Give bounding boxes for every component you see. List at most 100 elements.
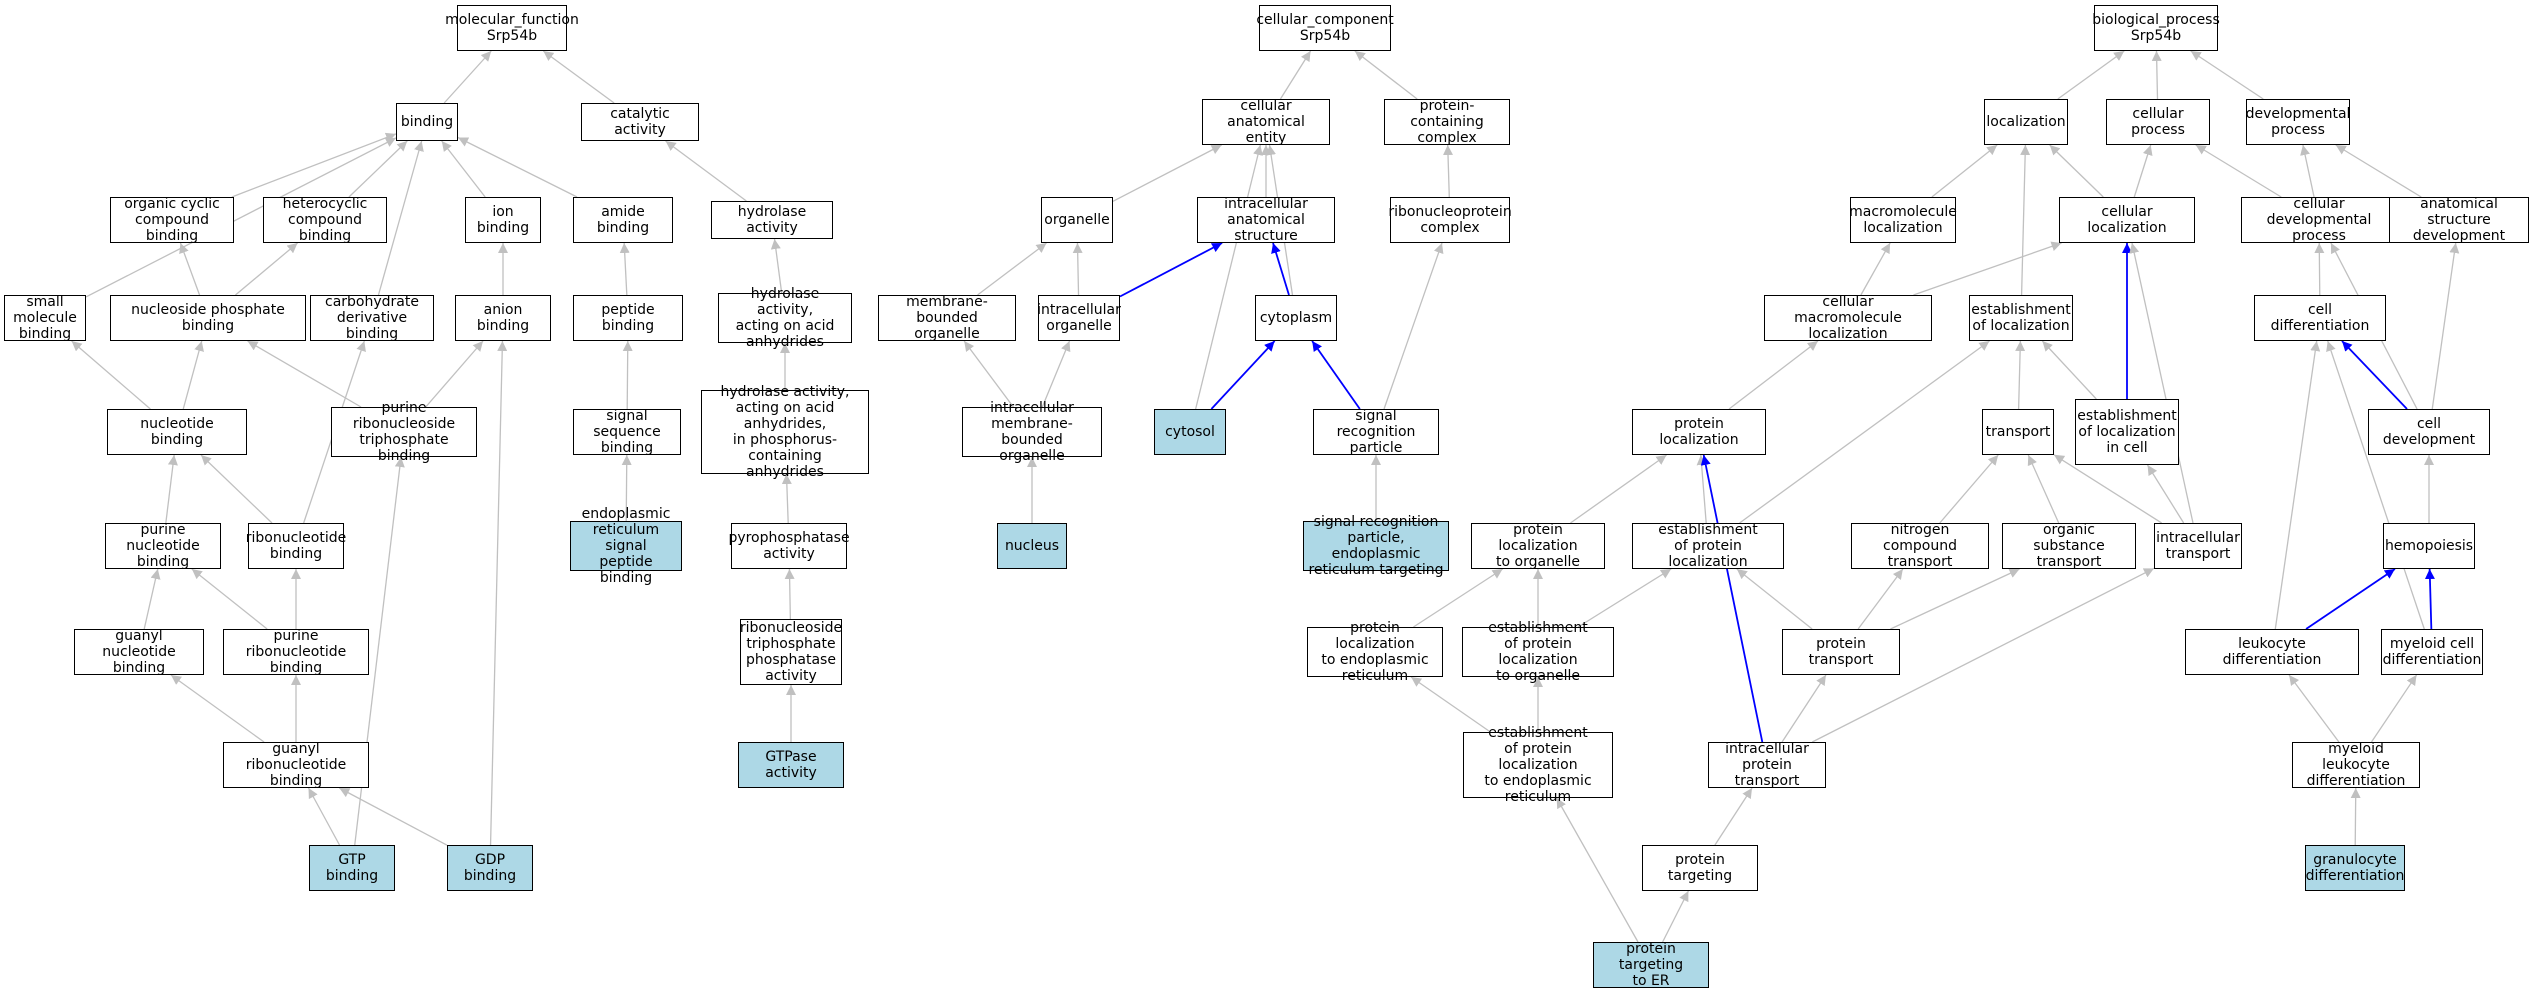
edge-eplo-to-epl [1577,568,1672,628]
go-term-ost: organic substance transport [2002,522,2136,570]
edge-cdb-to-binding [377,140,424,296]
edge-pter-to-ptarg [1662,890,1689,943]
edge-celldev-to-celldiff [2341,340,2408,410]
go-term-peptideb: peptide binding [573,295,683,341]
edge-pcc-to-cc [1354,50,1418,100]
edge-pyro-to-hyd_phos [781,473,792,524]
go-term-io: intracellular organelle [1037,295,1121,341]
edge-gd-to-mld [2350,787,2361,846]
go-term-pt: protein transport [1782,629,1900,675]
go-term-npb: nucleoside phosphate binding [110,295,306,341]
edge-cytosol-to-cae [1195,144,1263,410]
edge-hccb-to-binding [348,140,408,198]
go-term-pyro: pyrophosphatase activity [728,523,850,569]
go-term-cp: cellular process [2106,99,2210,145]
go-term-gtpase: GTPase activity [738,742,844,788]
go-term-ipt: intracellular protein transport [1708,741,1826,789]
go-term-cytoplasm: cytoplasm [1255,295,1337,341]
go-term-mf: molecular_function Srp54b [445,5,579,51]
edge-amideb-to-binding [457,136,578,198]
go-term-erspb: endoplasmic reticulum signal peptide bin… [570,506,682,586]
go-term-pler: protein localization to endoplasmic reti… [1307,620,1443,684]
edge-mcd-to-hemo [2424,568,2435,630]
go-term-hyd_acid: hydrolase activity, acting on acid anhyd… [718,286,852,350]
go-term-ld: leukocyte differentiation [2185,629,2359,675]
edge-npb-to-hccb [235,242,298,296]
edge-ipt-to-it [1811,567,2155,743]
edge-epl-to-eol [1739,340,1990,524]
go-term-epl: establishment of protein localization [1632,522,1784,570]
go-term-nucleus: nucleus [997,523,1067,569]
go-term-smb: small molecule binding [4,294,86,342]
edge-eolc-to-eol [2041,340,2097,400]
go-term-ias: intracellular anatomical structure [1197,196,1335,244]
go-term-hyd_phos: hydrolase activity, acting on acid anhyd… [701,384,869,480]
go-term-ssb: signal sequence binding [573,408,681,456]
go-term-eol: establishment of localization [1969,295,2073,341]
edge-ipt-to-pt [1781,674,1827,743]
edge-catalytic-to-mf [542,50,615,104]
go-term-loc: localization [1984,99,2068,145]
go-term-hemo: hemopoiesis [2383,523,2475,569]
edge-ost-to-transport [2027,454,2060,524]
go-term-binding: binding [396,103,458,141]
edge-asd-to-dp [2335,144,2422,198]
go-term-plo: protein localization to organelle [1471,522,1605,570]
edge-erspb-to-ssb [621,454,632,522]
edge-dp-to-bp [2190,50,2264,100]
edge-pler-to-plo [1413,568,1503,628]
edge-transport-to-eol [2015,340,2026,410]
edge-cdp-to-cp [2195,144,2282,198]
go-term-imbo: intracellular membrane-bounded organelle [962,400,1102,464]
edge-cml-to-cl [1913,241,2062,296]
go-term-ntb: nucleotide binding [107,409,247,455]
edge-eol-to-loc [2020,144,2031,296]
edge-cl-to-cp [2133,144,2153,198]
edge-mbo-to-organelle [977,242,1047,296]
edge-gntb-to-purntb [143,568,161,630]
go-term-it: intracellular transport [2154,523,2242,569]
edge-cml-to-ml [1860,242,1891,296]
go-term-rntpase: ribonucleoside triphosphate phosphatase … [739,619,843,685]
go-term-organelle: organelle [1041,197,1113,243]
edge-ld-to-celldiff [2274,340,2321,630]
edge-io-to-ias [1119,242,1223,298]
edge-it-to-eolc [2147,464,2185,524]
edge-prntb-to-npb [247,340,362,408]
edge-grntb-to-gntb [170,674,265,743]
edge-it-to-transport [2053,454,2163,524]
go-term-srper: signal recognition particle, endoplasmic… [1303,514,1449,578]
go-term-mld: myeloid leukocyte differentiation [2292,741,2420,789]
go-term-gdpb: GDP binding [447,845,533,891]
go-term-pcc: protein-containing complex [1384,98,1510,146]
edge-gtpb-to-grntb [307,787,341,846]
go-term-celldev: cell development [2368,409,2490,455]
edge-srp-to-rnpc [1383,242,1444,410]
go-term-ptarg: protein targeting [1642,845,1758,891]
edge-ptarg-to-ipt [1714,787,1753,846]
edge-npb-to-occb [179,242,201,296]
go-term-ml: macromolecule localization [1849,197,1957,243]
go-term-prntb: purine ribonucleoside triphosphate bindi… [331,400,477,464]
go-term-asd: anatomical structure development [2389,196,2529,244]
go-term-amideb: amide binding [573,197,673,243]
go-term-mbo: membrane-bounded organelle [878,294,1016,342]
edge-purntb-to-ntb [165,454,178,524]
go-term-dp: developmental process [2246,99,2350,145]
edge-ionb-to-binding [441,140,486,198]
go-term-cae: cellular anatomical entity [1202,98,1330,146]
edge-rntpase-to-pyro [784,568,795,620]
edge-binding-to-mf [443,50,492,104]
edge-gdpb-to-grntb [339,787,448,846]
go-term-gd: granulocyte differentiation [2305,845,2405,891]
go-term-rnpc: ribonucleoprotein complex [1388,197,1512,243]
go-term-cytosol: cytosol [1154,409,1226,455]
go-term-cdp: cellular developmental process [2241,196,2397,244]
edge-hydrolase-to-catalytic [665,140,747,202]
edge-occb-to-binding [231,132,397,198]
edge-organelle-to-cae [1112,144,1222,202]
edge-hyd_acid-to-hydrolase [770,238,783,294]
go-term-gntb: guanyl nucleotide binding [74,628,204,676]
go-term-epler: establishment of protein localization to… [1463,725,1613,805]
edge-cae-to-cc [1279,50,1312,100]
